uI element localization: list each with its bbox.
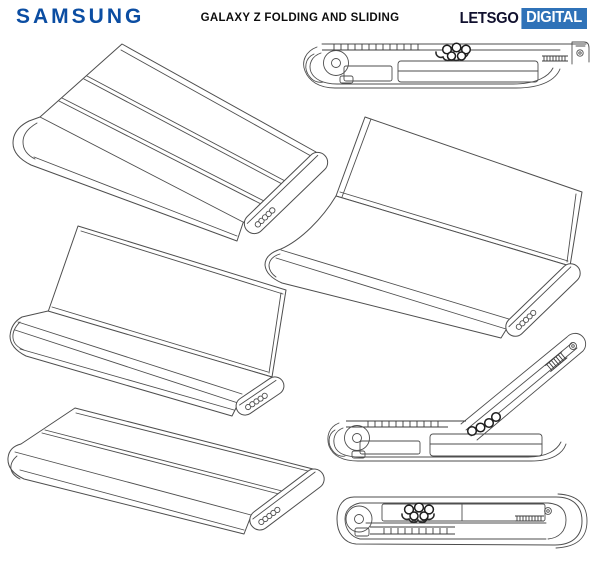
samsung-logo: SAMSUNG: [16, 4, 145, 29]
port-dots: [254, 207, 276, 229]
base-lines: [269, 250, 512, 329]
side-edge-cap: [240, 148, 332, 237]
figure-closed-device-bottom-left: [8, 408, 328, 534]
page-header: SAMSUNG GALAXY Z FOLDING AND SLIDING LET…: [0, 0, 600, 34]
roller-bearings: [436, 43, 470, 60]
panel-thickness-lines: [340, 119, 576, 262]
port-dots: [515, 309, 537, 330]
figure-folding-device-left: [10, 226, 287, 419]
figure-slider-profile-closed-top: [304, 42, 589, 88]
page-title: GALAXY Z FOLDING AND SLIDING: [200, 12, 400, 24]
housing: [328, 423, 566, 461]
gear-rack-teeth: [322, 44, 420, 50]
end-pin: [545, 508, 552, 515]
base-body: [265, 196, 570, 338]
slide-rack-teeth: [515, 516, 544, 521]
outer-shell-hook: [556, 494, 587, 548]
side-edge-cap: [246, 465, 328, 534]
letsgodigital-logo: LETSGO DIGITAL: [460, 8, 587, 29]
figure-slider-profile-open: [328, 333, 586, 461]
gear-rack-teeth: [370, 527, 455, 534]
gear-rack-teeth: [346, 421, 466, 427]
side-edge-cap: [502, 260, 584, 340]
hinge: [306, 51, 349, 83]
roller-bearings: [402, 503, 434, 522]
hinge: [346, 506, 372, 532]
arm-rack-teeth: [545, 352, 567, 372]
hinge: [329, 426, 369, 457]
device-body: [13, 44, 316, 241]
panel-thickness-lines: [52, 231, 283, 373]
port-dots: [258, 506, 281, 525]
port-dots: [245, 392, 269, 410]
side-edge-cap: [233, 373, 288, 418]
base-lines: [13, 322, 242, 410]
figure-slider-profile-closed-bottom: [337, 494, 587, 548]
end-bracket: [572, 42, 589, 64]
figure-closed-device-top-left: [13, 44, 332, 241]
housing-inner: [345, 503, 566, 539]
figure-folding-device-right: [265, 117, 584, 340]
device-body: [8, 408, 313, 534]
panel-lines: [23, 50, 311, 236]
roller-bearings: [468, 413, 501, 436]
panel-lines: [11, 413, 308, 530]
letsgodigital-logo-first: LETSGO: [459, 9, 519, 27]
base-body: [10, 311, 272, 416]
slide-rack-teeth: [542, 56, 568, 61]
letsgodigital-logo-badge: DIGITAL: [521, 8, 587, 29]
